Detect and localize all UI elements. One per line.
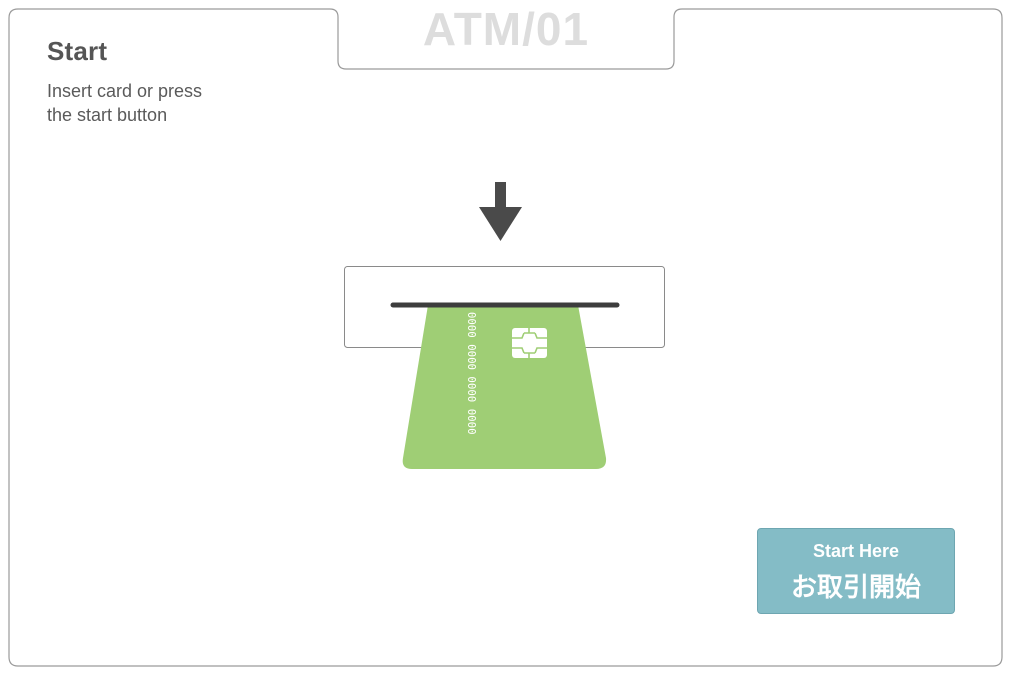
card-chip-icon (512, 328, 547, 358)
screen-title: Start (47, 36, 108, 66)
instruction-line-1: Insert card or press (47, 81, 203, 101)
card-number: 0000 0000 0000 0000 (465, 312, 477, 435)
down-arrow-icon (479, 182, 522, 241)
credit-card-icon: 0000 0000 0000 0000 (402, 305, 607, 469)
terminal-id: ATM/01 (422, 3, 590, 55)
start-button[interactable]: Start Here お取引開始 (757, 528, 955, 614)
start-button-label-en: Start Here (812, 541, 900, 561)
screen-instructions: Insert card or press the start button (47, 79, 307, 127)
instruction-line-2: the start button (47, 105, 168, 125)
start-button-label-ja: お取引開始 (790, 573, 921, 603)
